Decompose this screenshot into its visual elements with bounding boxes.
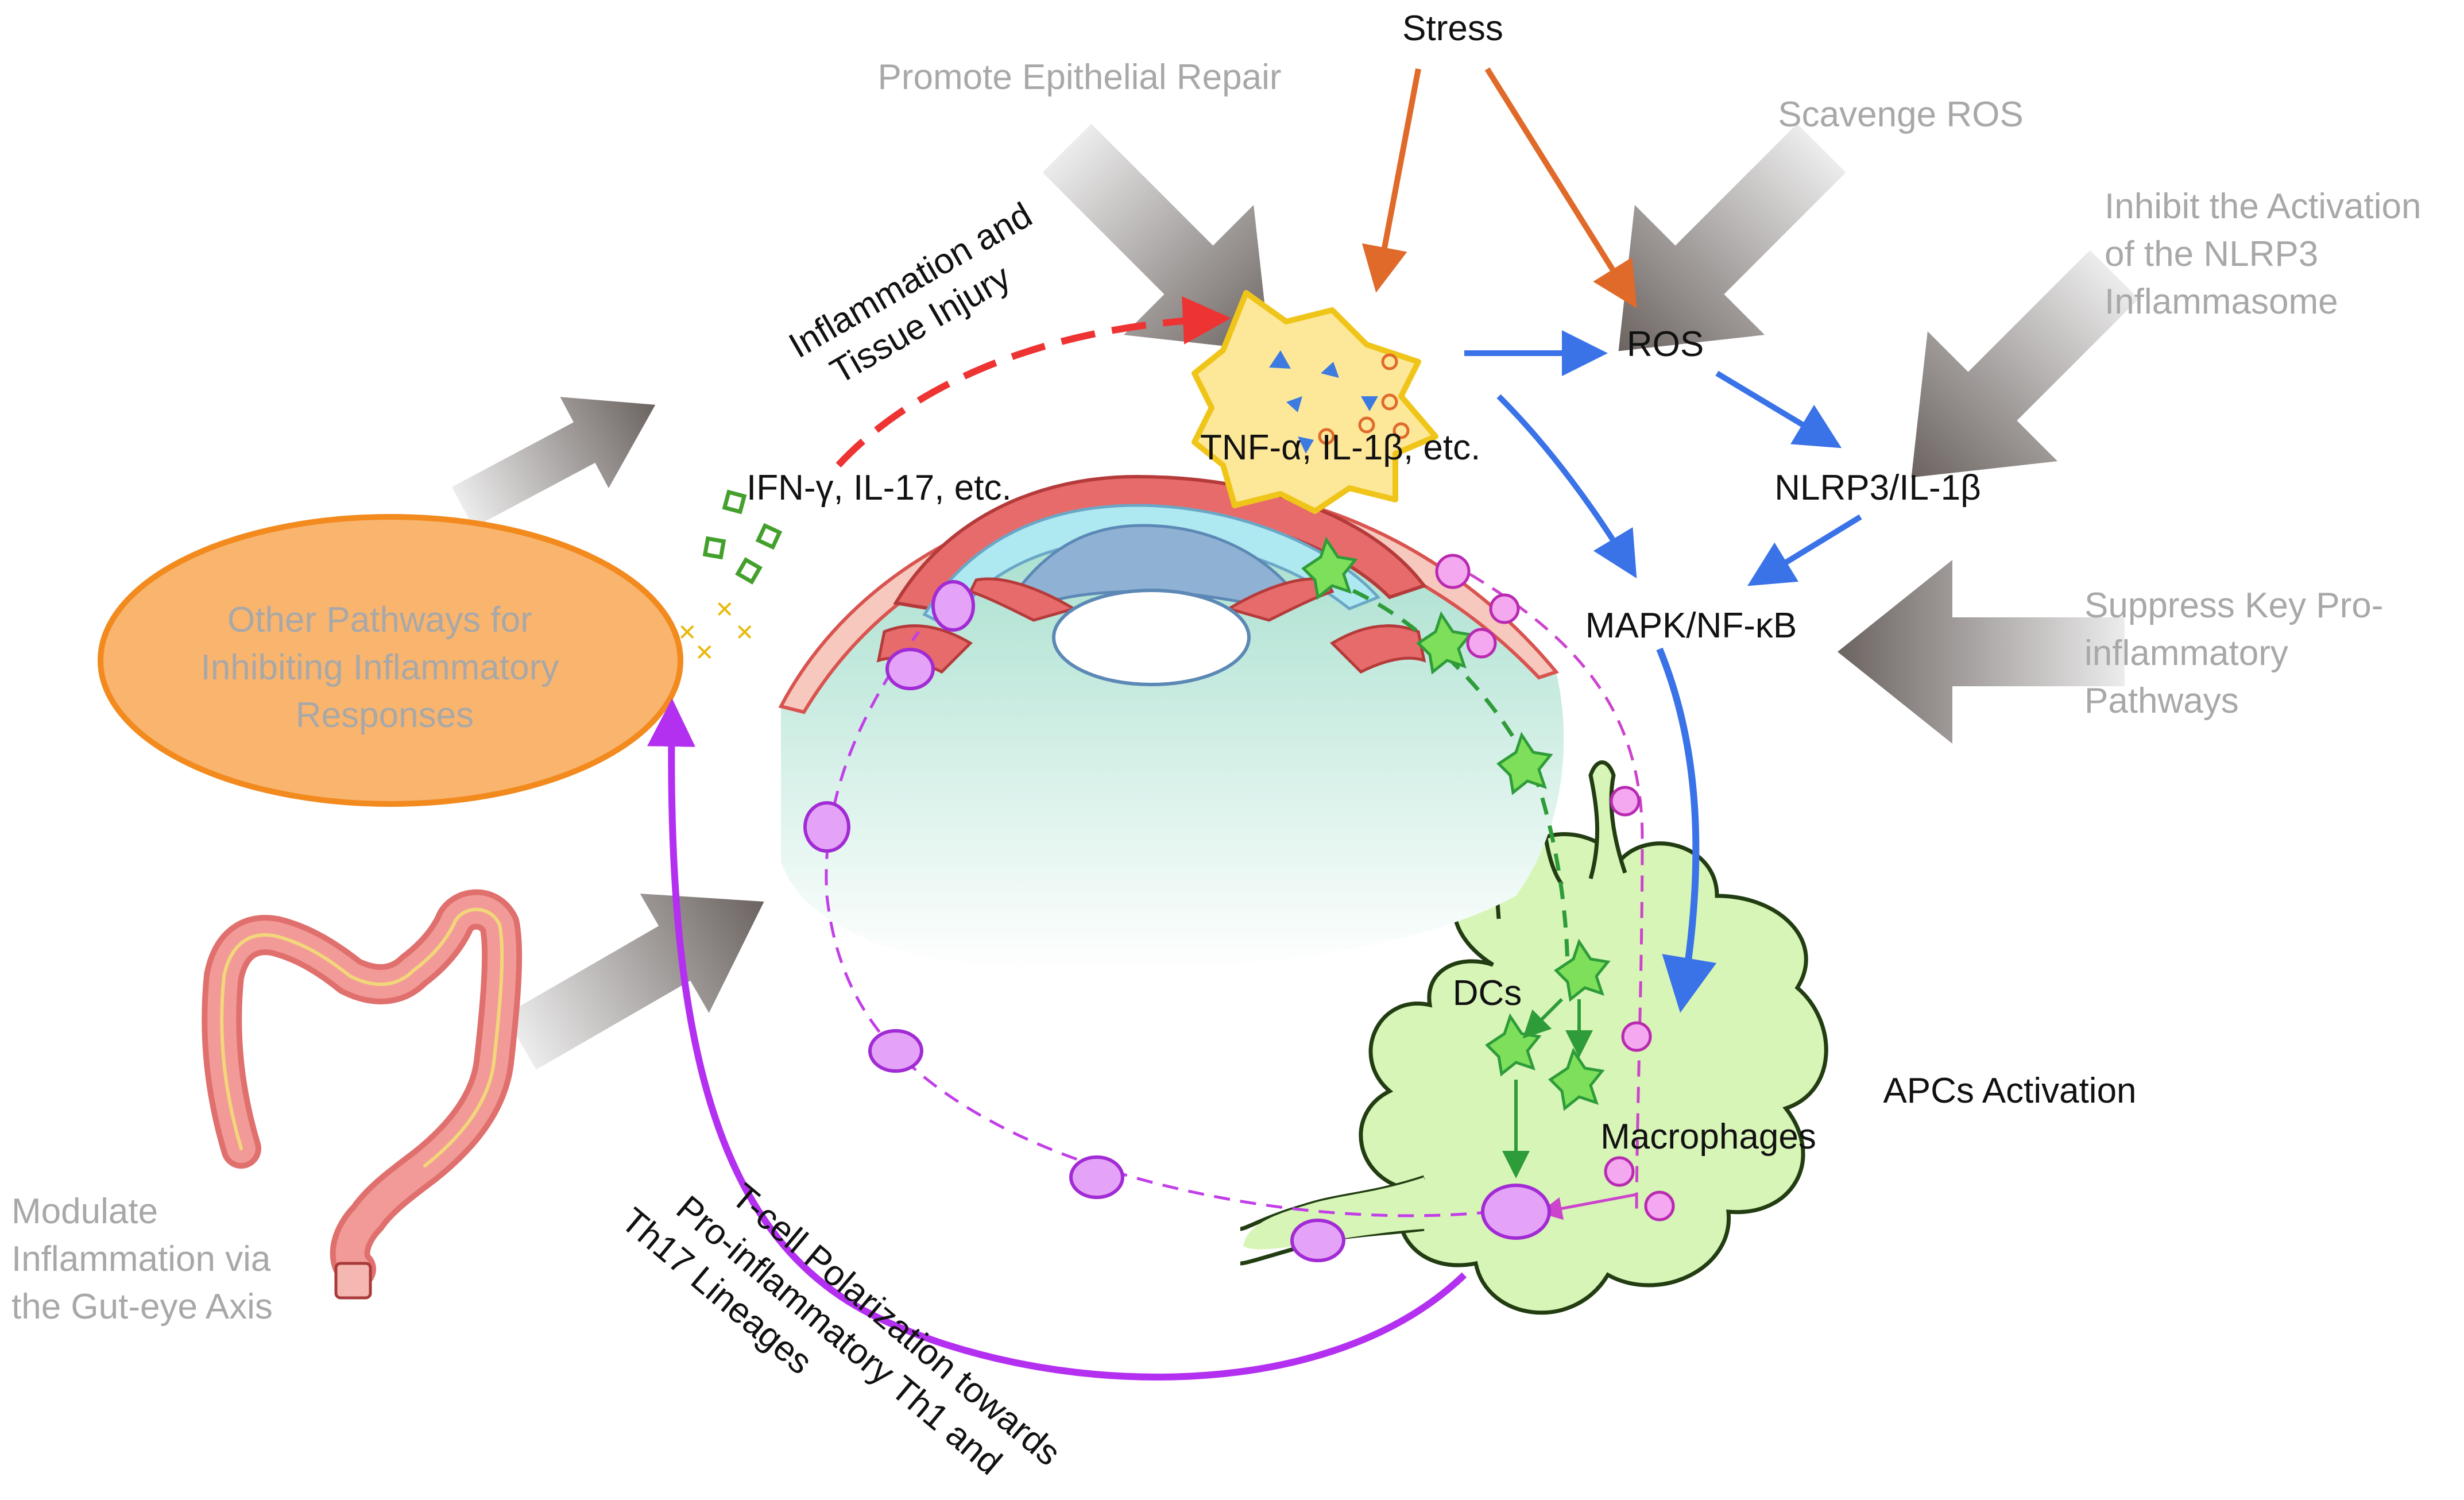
macrophage-migration-path	[1469, 573, 1644, 1218]
label-cytokines-inner: TNF-α, IL-1β, etc.	[1200, 428, 1480, 467]
svg-text:✕: ✕	[695, 640, 714, 666]
gray-arrow-gut	[504, 894, 764, 1070]
label-mapk: MAPK/NF-κB	[1585, 606, 1797, 645]
label-inflammation-injury: Inflammation and Tissue Injury	[783, 190, 1069, 403]
label-tcell-polarization: T-cell Polarization towards Pro-inflamma…	[614, 1132, 1076, 1497]
macrophage-to-tcell-arrow	[1539, 1193, 1637, 1220]
label-scavenge-ros: Scavenge ROS	[1778, 95, 2023, 134]
label-inhibit-nlrp3: Inhibit the Activation of the NLRP3 Infl…	[2105, 187, 2431, 322]
label-apcs-activation: APCs Activation	[1883, 1071, 2136, 1111]
label-suppress-pathways: Suppress Key Pro- inflammatory Pathways	[2084, 586, 2393, 721]
label-stress: Stress	[1402, 9, 1503, 48]
label-ros: ROS	[1627, 324, 1704, 364]
arrow-tcell-polarization	[647, 698, 1467, 1381]
gut-colon-icon	[202, 889, 523, 1300]
gray-arrow-suppress	[1838, 560, 2125, 744]
macrophages	[1435, 554, 1675, 1221]
dc-migration-path	[1325, 578, 1570, 977]
arrow-inflammation-to-cell	[835, 296, 1231, 468]
cytokine-markers: ✕ ✕ ✕ ✕	[678, 489, 783, 666]
arrow-cell-to-mapk	[1496, 394, 1637, 579]
gray-arrow-other-pathways	[451, 397, 656, 528]
inflamed-cell-icon	[1192, 290, 1438, 514]
label-gut-eye: Modulate Inflammation via the Gut-eye Ax…	[11, 1192, 281, 1327]
label-nlrp3: NLRP3/IL-1β	[1774, 468, 1981, 508]
dc-arrows	[1502, 998, 1593, 1178]
svg-text:✕: ✕	[715, 597, 734, 623]
t-cells	[803, 580, 1551, 1262]
arrow-stress-to-ros	[1484, 67, 1637, 308]
gray-arrow-scavenge-ros	[1618, 123, 1846, 351]
svg-text:✕: ✕	[678, 620, 697, 645]
arrow-nlrp3-to-mapk	[1747, 514, 1862, 586]
other-pathways-ellipse	[98, 514, 683, 807]
eye-cross-section	[778, 474, 1564, 972]
label-ifn: IFN-γ, IL-17, etc.	[746, 468, 1012, 508]
svg-text:✕: ✕	[735, 620, 755, 645]
label-dcs: DCs	[1453, 973, 1522, 1013]
arrow-stress-to-cell	[1361, 68, 1421, 293]
label-promote-repair: Promote Epithelial Repair	[877, 57, 1281, 97]
gray-arrow-promote-repair	[1042, 123, 1270, 351]
arrow-mapk-to-apcs	[1656, 647, 1717, 1013]
label-macrophages: Macrophages	[1600, 1117, 1816, 1157]
arrow-ros-to-nlrp3	[1715, 370, 1842, 449]
gray-arrow-nlrp3	[1911, 250, 2139, 478]
dendritic-cells	[1301, 536, 1611, 1111]
label-other-pathways: Other Pathways for Inhibiting Inflammato…	[201, 600, 569, 735]
